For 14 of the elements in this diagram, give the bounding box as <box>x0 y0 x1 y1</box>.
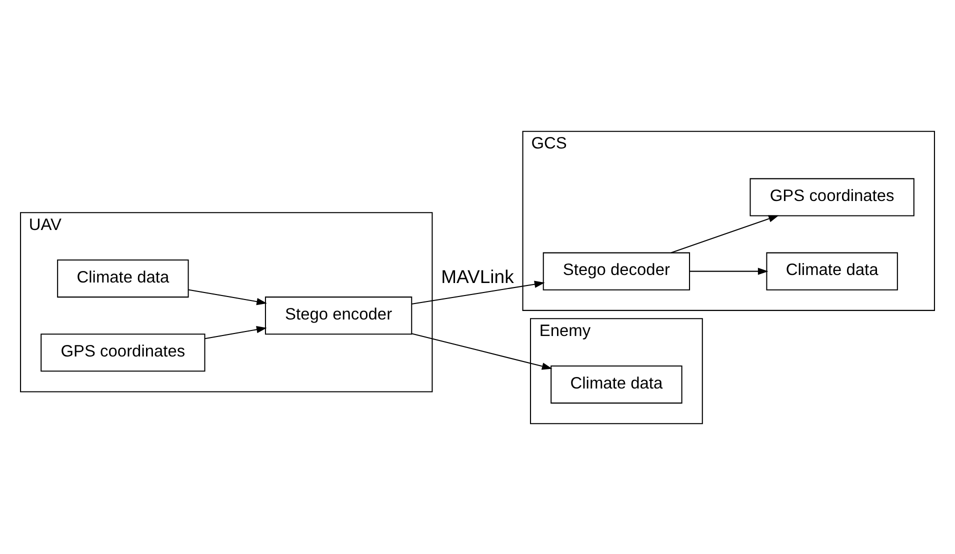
arrow <box>204 326 267 339</box>
node-box: Stego encoder <box>264 296 412 334</box>
node-box: Climate data <box>550 365 682 404</box>
node-box: Climate data <box>766 252 898 290</box>
arrow <box>188 288 267 305</box>
arrow <box>690 267 768 274</box>
arrow <box>412 280 545 304</box>
arrow <box>670 214 779 253</box>
edge-label: MAVLink <box>441 266 514 287</box>
arrow <box>412 332 552 370</box>
node-box: Climate data <box>57 259 189 298</box>
node-box: GPS coordinates <box>40 333 206 372</box>
node-box: Stego decoder <box>542 252 690 290</box>
node-box: GPS coordinates <box>750 178 914 216</box>
